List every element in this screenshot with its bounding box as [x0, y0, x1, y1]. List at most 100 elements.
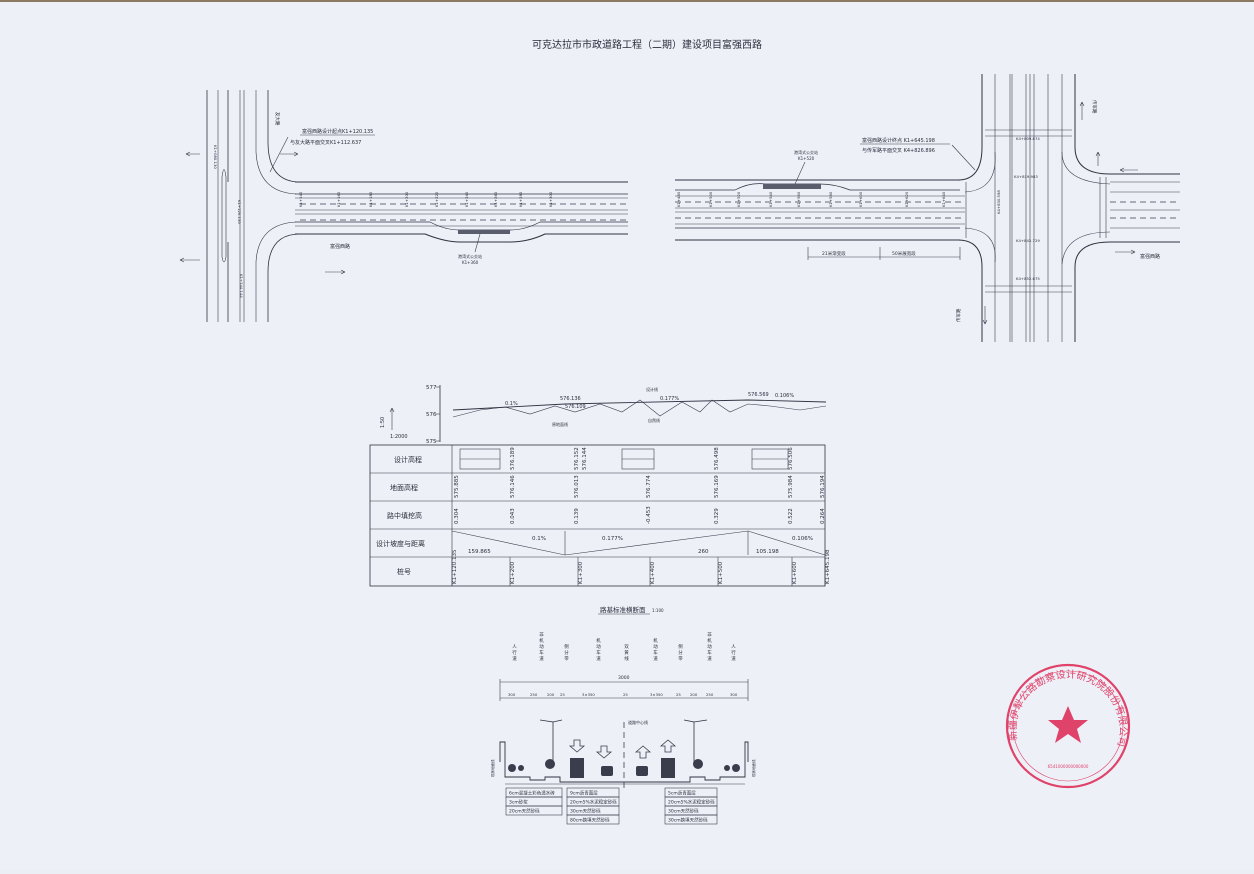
profile-scale-h: 1:2000 — [390, 434, 408, 440]
end-note-1: 富强西路设计终点 K1+645.198 — [862, 137, 935, 144]
lane-label-text: 侧分带 — [678, 643, 683, 662]
layer-layers_sidewalk: 6cm混凝土彩色透水砖 — [509, 790, 555, 797]
stake-value: K1+645.198 — [825, 549, 831, 584]
lane-label: 侧分带 — [678, 643, 683, 662]
lane-label-text: 机动车道 — [596, 637, 601, 662]
ground-elev-value: 575.984 — [788, 475, 794, 498]
centerline-label: 道路中心线 — [628, 719, 648, 725]
lane-label-text: 侧分带 — [564, 643, 569, 662]
width-label: 25 — [623, 692, 628, 697]
lane-label: 机动车道 — [653, 637, 658, 662]
left-edge-label: 现状地面线 — [490, 759, 495, 777]
lane-label-text: 人行道 — [731, 644, 736, 662]
elev-label-2: 576.109 — [565, 404, 586, 410]
road-label-right: 富强西路 — [1140, 253, 1160, 260]
profile-axis-575: 575 — [426, 439, 437, 445]
station-label-right: K4+830.598 — [996, 190, 1001, 214]
fill-cut-value: -0.453 — [646, 506, 652, 524]
width-label: 25 — [560, 692, 565, 697]
bus-stop-label-right: 港湾式公交站 — [794, 149, 818, 155]
road-label-left: 富强西路 — [330, 243, 350, 250]
station-label-left: K1+120.135 — [237, 200, 242, 224]
cross-road-label-left: 友大路 — [274, 112, 281, 126]
grade-label-2: 0.177% — [660, 396, 679, 402]
total-width: 3000 — [618, 675, 630, 681]
width-label: 3×350 — [650, 692, 663, 697]
width-label: 300 — [508, 692, 516, 697]
layer-layers_carriageway: 20cm5%水泥稳定砂砾 — [570, 799, 617, 806]
bus-stop-hatch — [458, 230, 510, 234]
fill-cut-value: 0.139 — [574, 508, 580, 524]
profile-axis-577: 577 — [426, 385, 437, 391]
station-label-right: K1+560 — [796, 191, 801, 207]
cross-section-scale: 1:100 — [652, 608, 664, 613]
fill-cut-value: 0.329 — [714, 508, 720, 524]
bus-stop-hatch-right — [763, 184, 821, 189]
grade-row-2: 0.177% — [602, 536, 623, 542]
stake-value: K1+400 — [650, 561, 656, 584]
elev-label-3: 576.569 — [748, 392, 769, 398]
lane-label: 人行道 — [731, 644, 736, 662]
lane-label-text: 非机动车道 — [539, 631, 544, 662]
cross-road-label-right-bottom: 传军路 — [955, 308, 962, 322]
dist-row-3: 105.198 — [756, 549, 779, 555]
cross-road-label-right-top: 传军路 — [1091, 100, 1098, 114]
profile-scale-v: 1:50 — [380, 417, 386, 428]
width-label: 3×350 — [582, 692, 595, 697]
design-elev-value: 576.498 — [714, 447, 720, 470]
grade-label-1: 0.1% — [505, 401, 518, 407]
width-label: 25 — [676, 692, 681, 697]
layer-layers_carriageway: 80cm换填天然砂砾 — [570, 817, 610, 824]
width-label: 300 — [730, 692, 738, 697]
width-label: 200 — [547, 692, 555, 697]
station-label-left: K1+300 — [548, 191, 553, 207]
lane-label: 侧分带 — [564, 643, 569, 662]
station-label-left: K1+140 — [298, 191, 303, 207]
ground-line-label-2: 自然线 — [648, 417, 660, 423]
ground-elev-value: 576.146 — [510, 475, 516, 498]
station-label-right: K1+640 — [941, 191, 946, 207]
station-label-left: K1+180 — [368, 191, 373, 207]
station-label-right: K1+600 — [858, 191, 863, 207]
station-label-left: K1+260 — [493, 191, 498, 207]
grade-label-3: 0.106% — [775, 393, 794, 399]
start-note-1: 富强西路设计起点K1+120.135 — [302, 128, 373, 135]
ground-elev-value: 576.774 — [646, 475, 652, 498]
bus-stop-station-right: K1+520 — [798, 156, 815, 161]
cross-section-title: 路基标准横断面 — [600, 605, 646, 614]
station-label-left: K1+200 — [404, 191, 409, 207]
station-label-right: K1+480 — [676, 191, 681, 207]
width-label: 250 — [706, 692, 714, 697]
fill-cut-value: 0.304 — [454, 508, 460, 524]
plan-right: 21米渐变段 50米展宽段 富强西路设计终点 K1+645.198 与传军路平面… — [675, 74, 1180, 342]
profile-axis-576: 576 — [426, 412, 437, 418]
grade-row-1: 0.1% — [532, 536, 546, 542]
dist-row-2: 260 — [698, 549, 709, 555]
layer-layers_bike: 5cm沥青面层 — [668, 790, 696, 797]
station-label-right: K1+620 — [904, 191, 909, 207]
station-label-right: K4+809.874 — [1016, 136, 1040, 141]
lane-label: 非机动车道 — [539, 631, 544, 662]
station-label-right: K4+842.729 — [1016, 238, 1040, 243]
row-label-grade: 设计坡度与距离 — [376, 539, 425, 548]
cross-section: 路基标准横断面 1:100 人行道非机动车道侧分带机动车道双黄线机动车道侧分带非… — [490, 605, 756, 825]
right-edge-label: 现状地面线 — [751, 759, 756, 777]
lane-label-text: 人行道 — [512, 644, 517, 662]
station-label-right: K1+520 — [736, 191, 741, 207]
grade-row-3: 0.106% — [792, 536, 813, 542]
layer-layers_sidewalk: 3cm砂浆 — [509, 799, 528, 806]
company-stamp: 新疆伊犁公路勘察设计研究院股份有限公司 6541000000000000 — [1006, 663, 1131, 789]
layer-layers_bike: 30cm换填天然砂砾 — [668, 817, 708, 824]
row-label-stake: 桩号 — [397, 567, 411, 576]
layer-layers_bike: 30cm天然砂砾 — [668, 808, 699, 815]
bus-stop-label-left: 港湾式公交站 — [458, 253, 482, 259]
ground-elev-value: 576.194 — [820, 475, 826, 498]
layer-layers_carriageway: 30cm天然砂砾 — [570, 808, 601, 815]
width-label: 200 — [690, 692, 698, 697]
row-label-ground: 地面高程 — [390, 483, 418, 492]
lane-label-text: 双黄线 — [624, 644, 629, 662]
station-label-right: K4+852.675 — [1016, 276, 1040, 281]
station-label-left: K1+144.144 — [239, 274, 244, 298]
